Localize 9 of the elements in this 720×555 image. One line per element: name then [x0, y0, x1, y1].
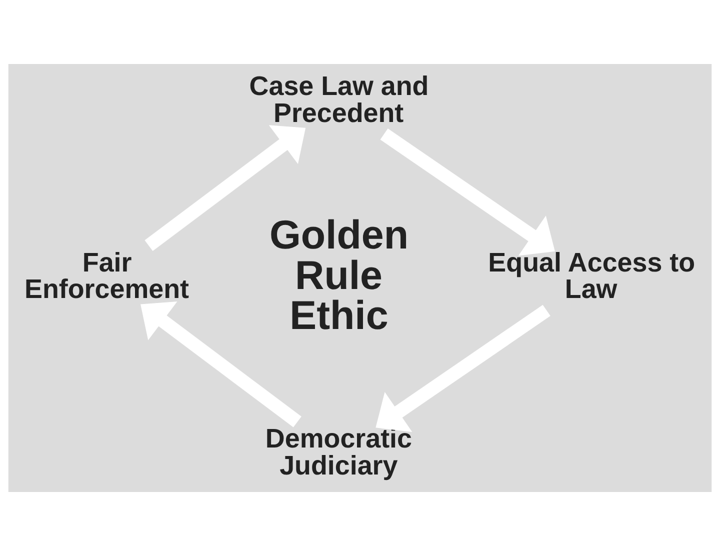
- arrow: [380, 128, 555, 256]
- node-text: Fair Enforcement: [24, 246, 189, 304]
- node-text: Equal Access to Law: [488, 246, 696, 304]
- node-text: Golden Rule Ethic: [269, 210, 409, 338]
- arrow: [140, 300, 302, 427]
- node-text: Democratic Judiciary: [265, 423, 412, 480]
- node-text: Case Law and Precedent: [249, 70, 429, 128]
- arrow: [376, 304, 550, 432]
- arrow: [144, 124, 306, 250]
